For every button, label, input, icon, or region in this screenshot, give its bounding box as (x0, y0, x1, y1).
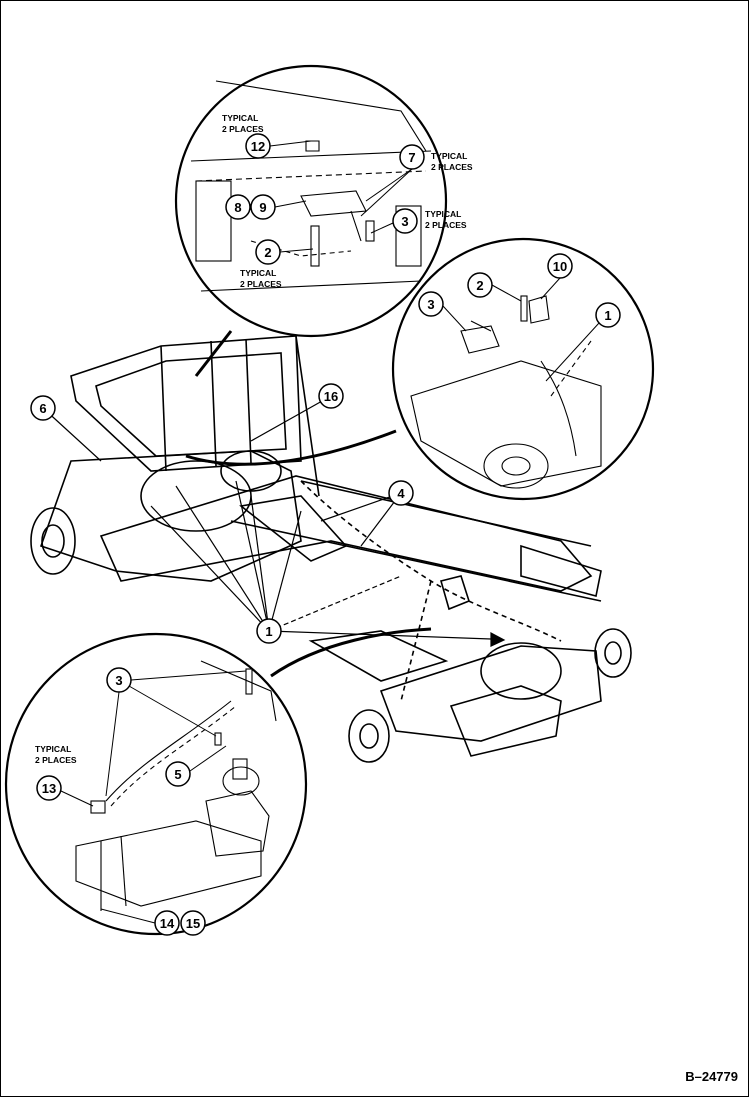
figure-number: B–24779 (685, 1069, 738, 1084)
svg-text:1: 1 (604, 308, 611, 323)
callout-12: 12 (245, 133, 271, 159)
svg-text:8: 8 (234, 200, 241, 215)
svg-text:16: 16 (324, 389, 338, 404)
svg-text:6: 6 (39, 401, 46, 416)
callout-9: 9 (250, 194, 276, 220)
detail-view-lower (4, 632, 308, 936)
svg-text:9: 9 (259, 200, 266, 215)
detail-view-right (391, 237, 655, 501)
leader-lines (42, 330, 506, 678)
callout-4: 4 (388, 480, 414, 506)
callout-3-lower: 3 (106, 667, 132, 693)
callout-1-right: 1 (595, 302, 621, 328)
svg-text:TYPICAL: TYPICAL (425, 209, 461, 219)
callout-2-right: 2 (467, 272, 493, 298)
callout-14: 14 (154, 910, 180, 936)
callout-13: 13 (36, 775, 62, 801)
svg-text:12: 12 (251, 139, 265, 154)
svg-text:2 PLACES: 2 PLACES (222, 124, 264, 134)
callout-10: 10 (547, 253, 573, 279)
svg-text:7: 7 (408, 150, 415, 165)
callout-pointers (60, 140, 600, 924)
callout-3-upper: 3 (392, 208, 418, 234)
svg-text:1: 1 (265, 624, 272, 639)
svg-text:3: 3 (427, 297, 434, 312)
svg-text:3: 3 (401, 214, 408, 229)
svg-text:2 PLACES: 2 PLACES (431, 162, 473, 172)
svg-text:15: 15 (186, 916, 200, 931)
callout-16: 16 (318, 383, 344, 409)
callout-7: 7 (399, 144, 425, 170)
callout-15: 15 (180, 910, 206, 936)
svg-text:2 PLACES: 2 PLACES (35, 755, 77, 765)
callout-1-main: 1 (256, 618, 282, 644)
svg-text:TYPICAL: TYPICAL (35, 744, 71, 754)
svg-text:TYPICAL: TYPICAL (431, 151, 467, 161)
svg-text:13: 13 (42, 781, 56, 796)
svg-text:TYPICAL: TYPICAL (222, 113, 258, 123)
svg-text:5: 5 (174, 767, 181, 782)
svg-text:TYPICAL: TYPICAL (240, 268, 276, 278)
note-upper-left: TYPICAL 2 PLACES (222, 113, 264, 134)
svg-text:10: 10 (553, 259, 567, 274)
svg-text:2 PLACES: 2 PLACES (425, 220, 467, 230)
callout-8: 8 (225, 194, 251, 220)
svg-text:4: 4 (397, 486, 405, 501)
callout-2-upper: 2 (255, 239, 281, 265)
note-upper-right-a: TYPICAL 2 PLACES (431, 151, 473, 172)
note-lower-left: TYPICAL 2 PLACES (35, 744, 77, 765)
callout-6: 6 (30, 395, 56, 421)
callout-3-right: 3 (418, 291, 444, 317)
note-upper-bottom: TYPICAL 2 PLACES (240, 268, 282, 289)
callouts: 12 7 8 9 3 2 10 2 (30, 133, 621, 936)
callout-5: 5 (165, 761, 191, 787)
detail-view-upper (174, 64, 448, 338)
svg-text:2: 2 (264, 245, 271, 260)
svg-text:2 PLACES: 2 PLACES (240, 279, 282, 289)
svg-text:2: 2 (476, 278, 483, 293)
note-upper-right-b: TYPICAL 2 PLACES (425, 209, 467, 230)
svg-text:3: 3 (115, 673, 122, 688)
svg-text:14: 14 (160, 916, 175, 931)
